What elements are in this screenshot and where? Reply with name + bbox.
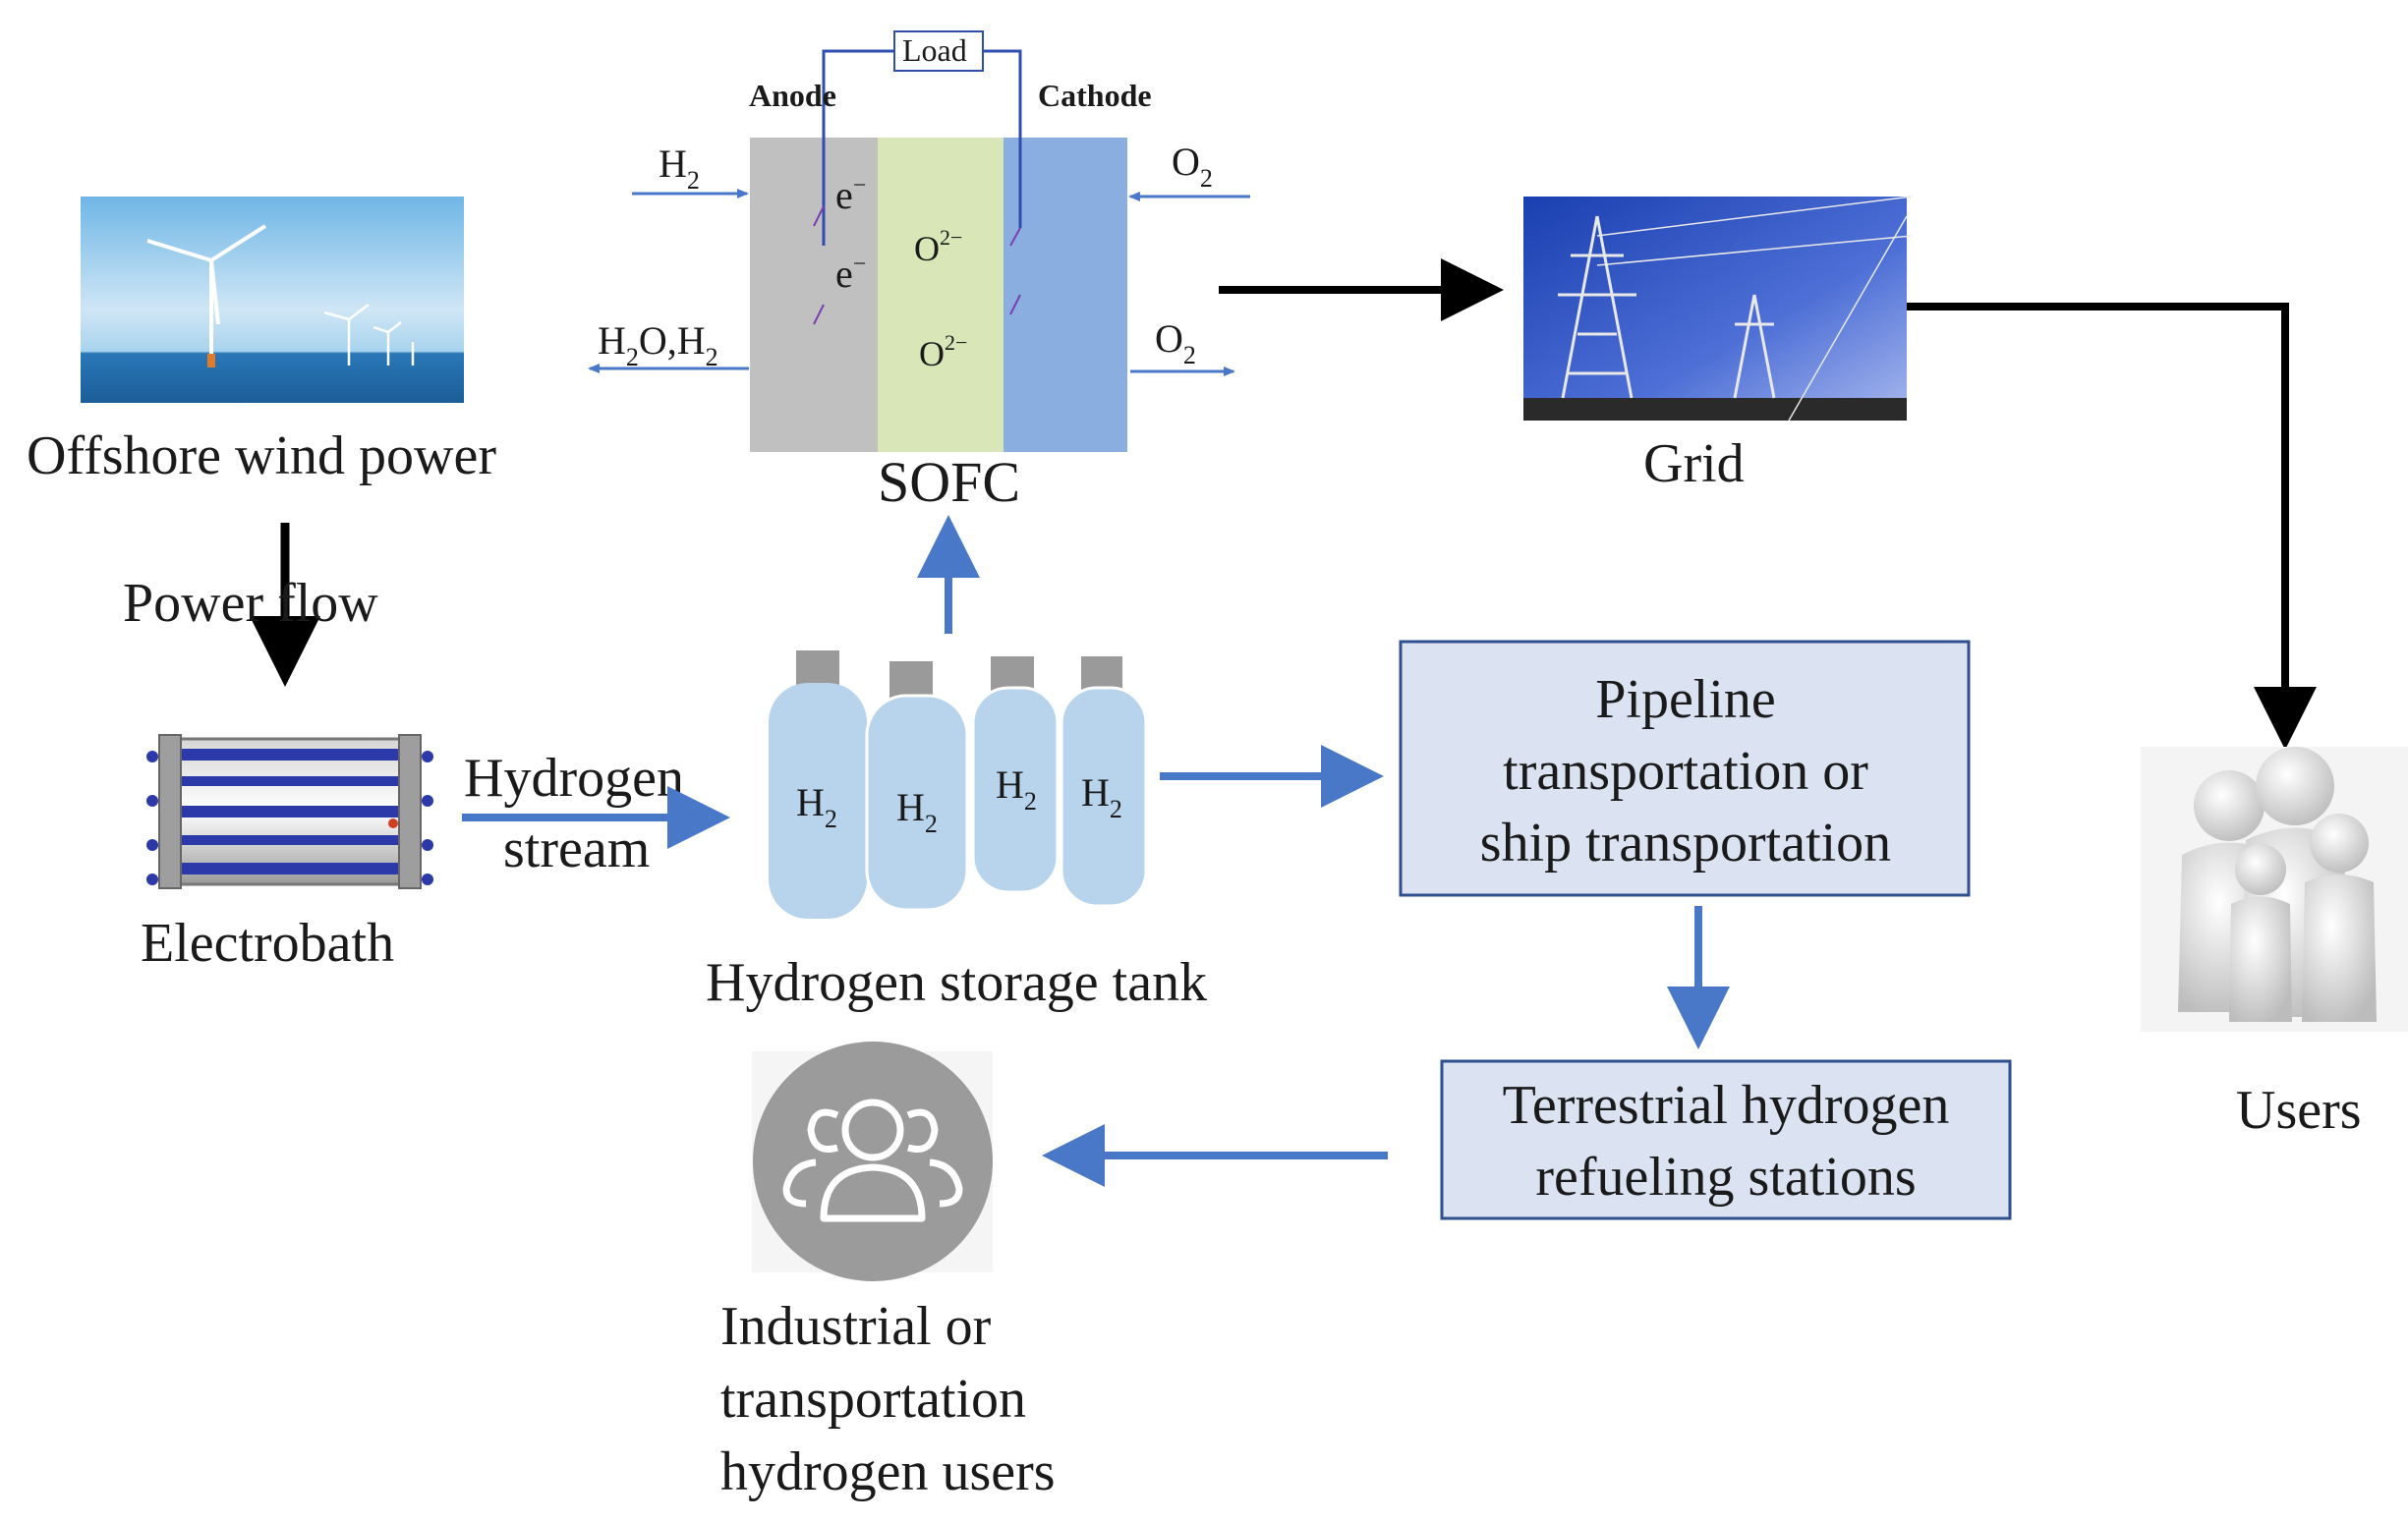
o2-inlet-label: O2 <box>1172 140 1213 193</box>
anode-label: Anode <box>749 78 836 113</box>
grid-label: Grid <box>1643 433 1745 494</box>
power-pylon-icon <box>1523 196 1913 422</box>
tank-1-label: H2 <box>796 780 837 833</box>
electrolyte-layer <box>878 138 1003 452</box>
refuel-box <box>1440 1059 2012 1220</box>
tank-2 <box>865 661 969 912</box>
offshore-wind-label: Offshore wind power <box>27 425 496 486</box>
sofc-label: SOFC <box>878 450 1020 514</box>
cathode-layer <box>1003 138 1127 452</box>
sofc-cell <box>750 30 1127 452</box>
electron-label-1: e− <box>835 173 866 217</box>
o2-outlet-label: O2 <box>1155 316 1196 369</box>
industrial-users-label-1: Industrial or <box>720 1296 992 1357</box>
tank-1 <box>769 650 867 919</box>
electron-label-2: e− <box>835 252 866 296</box>
tank-2-label: H2 <box>896 785 938 838</box>
hydrogen-stream-label-2: stream <box>503 818 650 879</box>
anode-layer <box>750 138 878 452</box>
hydrogen-stream-label-1: Hydrogen <box>464 748 684 809</box>
users-label: Users <box>2236 1080 2362 1141</box>
tank-4-label: H2 <box>1081 770 1122 823</box>
pipeline-label-1: Pipeline <box>1595 669 1776 730</box>
load-label: Load <box>902 32 967 68</box>
electrobath-label: Electrobath <box>141 913 394 974</box>
h2-inlet-label: H2 <box>659 141 700 195</box>
oxide-ion-label-2: O2− <box>919 330 967 373</box>
tank-3 <box>971 656 1060 894</box>
pipeline-label-2: transportation or <box>1503 741 1868 802</box>
refuel-label-1: Terrestrial hydrogen <box>1503 1075 1950 1136</box>
offshore-wind-turbine-icon <box>81 197 464 403</box>
refuel-label-2: refueling stations <box>1535 1147 1916 1208</box>
cathode-label: Cathode <box>1038 78 1152 113</box>
pipeline-box <box>1399 640 1971 897</box>
industrial-users-label-2: transportation <box>720 1369 1026 1430</box>
industrial-users-label-3: hydrogen users <box>720 1441 1056 1502</box>
pipeline-label-3: ship transportation <box>1480 813 1891 874</box>
hydrogen-storage-tanks: H2 H2 H2 H2 <box>769 650 1148 919</box>
family-figures-icon <box>2141 747 2408 1032</box>
load-box <box>893 30 984 72</box>
grid-to-users-arrow <box>1907 303 2317 750</box>
h2o-outlet-label: H2O,H2 <box>598 318 718 371</box>
tank-3-label: H2 <box>996 762 1037 816</box>
electrolyzer-icon <box>146 734 433 889</box>
storage-tank-label: Hydrogen storage tank <box>706 952 1207 1013</box>
people-group-icon <box>752 1042 993 1281</box>
power-flow-label: Power flow <box>123 573 378 634</box>
oxide-ion-label-1: O2− <box>914 225 962 268</box>
tank-4 <box>1060 656 1148 908</box>
